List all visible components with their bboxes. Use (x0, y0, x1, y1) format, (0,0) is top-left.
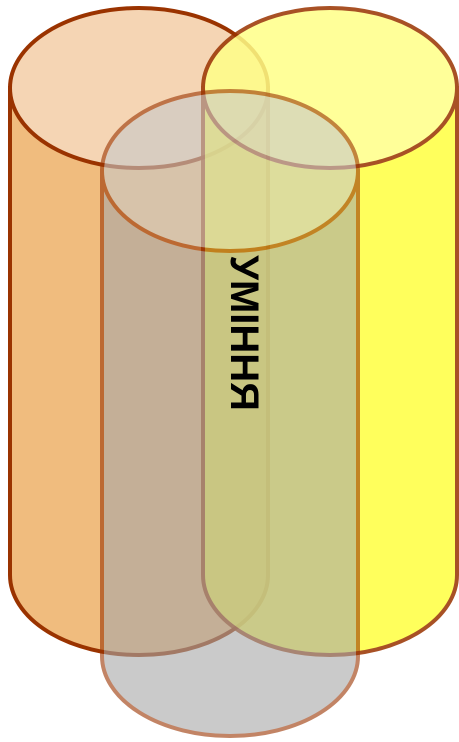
skills-label: УМІННЯ (222, 255, 266, 411)
front-cylinder-top (102, 91, 358, 251)
front-cylinder (102, 91, 358, 736)
